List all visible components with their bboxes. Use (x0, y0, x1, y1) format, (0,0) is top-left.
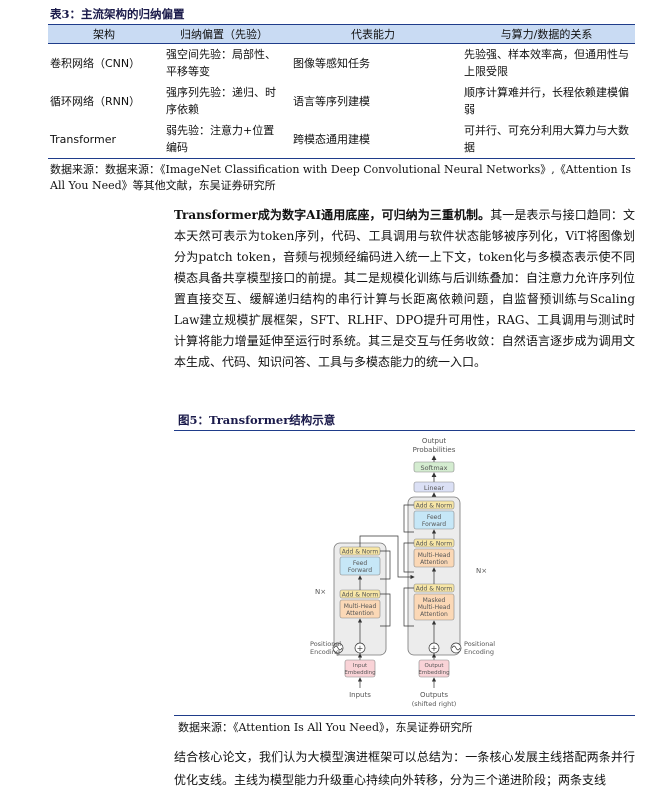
table-title: 表3：主流架构的归纳偏置 (50, 7, 185, 21)
header-capability: 代表能力 (288, 24, 458, 44)
output-embedding-label: Output (424, 663, 444, 669)
table-cell: 强空间先验：局部性、平移等变 (166, 48, 276, 78)
linear-label: Linear (424, 484, 445, 492)
figure-top-rule (174, 430, 635, 431)
outputs-label: Outputs (420, 691, 448, 699)
feed-forward-box (413, 510, 455, 530)
positional-encoding-label: Encoding (464, 648, 494, 656)
multi-head-label: Attention (420, 559, 448, 566)
paragraph-body: 其一是表示与接口趋同：文本天然可表示为token序列，代码、工具调用与软件状态能… (174, 208, 635, 369)
plus-icon: + (357, 644, 364, 653)
add-circle-icon (428, 642, 440, 654)
feed-forward-label: Forward (422, 521, 446, 528)
masked-label: Multi-Head (418, 604, 451, 611)
table-cell: 循环网络（RNN） (50, 94, 141, 108)
feed-forward-label: Forward (348, 567, 372, 574)
add-norm-label: Add & Norm (342, 549, 379, 556)
add-norm-label: Add & Norm (416, 586, 453, 593)
table-cell: Transformer (48, 120, 160, 159)
table-row: Transformer 弱先验：注意力+位置编码 跨模态通用建模 可并行、可充分… (48, 120, 635, 159)
encoder-nx-label: N× (315, 588, 326, 596)
header-architecture: 架构 (48, 24, 160, 44)
table-source-note: 数据来源：数据来源：《ImageNet Classification with … (50, 163, 632, 192)
positional-encoding-label: Positional (310, 640, 341, 648)
body-paragraph-2: 结合核心论文，我们认为大模型演进框架可以总结为：一条核心发展主线搭配两条并行优化… (174, 750, 635, 787)
sine-wave-icon (333, 645, 343, 651)
add-norm-label: Add & Norm (416, 503, 453, 510)
linear-box (413, 481, 455, 493)
residual-line (403, 587, 414, 627)
input-embedding-box (344, 659, 376, 678)
softmax-box (413, 461, 455, 473)
feed-forward-label: Feed (353, 560, 368, 567)
masked-attention-box (413, 593, 455, 621)
body-paragraph-1: Transformer成为数字AI通用底座，可归纳为三重机制。其一是表示与接口趋… (174, 205, 635, 373)
add-norm-label: Add & Norm (342, 592, 379, 599)
output-probabilities-label: Probabilities (413, 446, 456, 454)
masked-label: Attention (420, 611, 448, 618)
sine-wave-icon (451, 645, 461, 651)
table-cell: 跨模态通用建模 (288, 120, 458, 159)
output-embedding-label: Embedding (418, 670, 449, 676)
feed-forward-label: Feed (427, 514, 442, 521)
figure-title: 图5：Transformer结构示意 (178, 413, 336, 427)
figure-source-note: 数据来源：《Attention Is All You Need》，东吴证券研究所 (178, 721, 473, 734)
masked-label: Masked (423, 597, 446, 604)
decoder-nx-label: N× (476, 567, 487, 575)
table-row: 循环网络（RNN） 强序列先验：递归、时序依赖 语言等序列建模 顺序计算难并行，… (48, 82, 635, 120)
softmax-label: Softmax (421, 464, 448, 472)
residual-line (403, 542, 414, 573)
positional-encoding-label: Encoding (310, 648, 340, 656)
transformer-diagram: Output Probabilities Softmax Linear N× A… (310, 437, 495, 708)
multi-head-label: Attention (346, 610, 374, 617)
header-compute-relation: 与算力/数据的关系 (458, 24, 635, 44)
figure-bottom-rule (174, 715, 635, 716)
header-inductive-bias: 归纳偏置（先验） (160, 24, 288, 44)
table-cell: 卷积网络（CNN） (50, 56, 141, 70)
positional-encoding-label: Positional (464, 640, 495, 648)
multi-head-label: Multi-Head (344, 603, 377, 610)
outputs-label: (shifted right) (412, 700, 457, 708)
table-header-row: 架构 归纳偏置（先验） 代表能力 与算力/数据的关系 (48, 24, 635, 44)
table-cell: 图像等感知任务 (293, 56, 370, 70)
multi-head-label: Multi-Head (418, 552, 451, 559)
table-cell: 弱先验：注意力+位置编码 (160, 120, 288, 159)
residual-line (403, 504, 414, 533)
architecture-table: 架构 归纳偏置（先验） 代表能力 与算力/数据的关系 卷积网络（CNN） 强空间… (48, 24, 635, 159)
output-embedding-box (418, 659, 450, 678)
add-norm-label: Add & Norm (416, 541, 453, 548)
plus-icon: + (431, 644, 438, 653)
cross-attention-box (413, 548, 455, 568)
feed-forward-box (339, 556, 381, 576)
table-cell: 可并行、可充分利用大算力与大数据 (458, 120, 635, 159)
paragraph-lead: Transformer成为数字AI通用底座，可归纳为三重机制。 (174, 208, 491, 222)
residual-line (380, 550, 391, 580)
table-cell: 强序列先验：递归、时序依赖 (166, 86, 276, 116)
table-row: 卷积网络（CNN） 强空间先验：局部性、平移等变 图像等感知任务 先验强、样本效… (48, 44, 635, 83)
residual-line (380, 593, 391, 627)
table-cell: 先验强、样本效率高，但通用性与上限受限 (464, 48, 629, 78)
encoder-decoder-link (359, 535, 415, 580)
input-embedding-label: Embedding (344, 670, 375, 676)
self-attention-box (339, 599, 381, 619)
table-cell: 顺序计算难并行，长程依赖建模偏弱 (464, 86, 629, 116)
add-circle-icon (354, 642, 366, 654)
table-cell: 语言等序列建模 (293, 94, 370, 108)
input-embedding-label: Input (353, 663, 368, 669)
output-probabilities-label: Output (422, 437, 447, 445)
inputs-label: Inputs (349, 691, 371, 699)
